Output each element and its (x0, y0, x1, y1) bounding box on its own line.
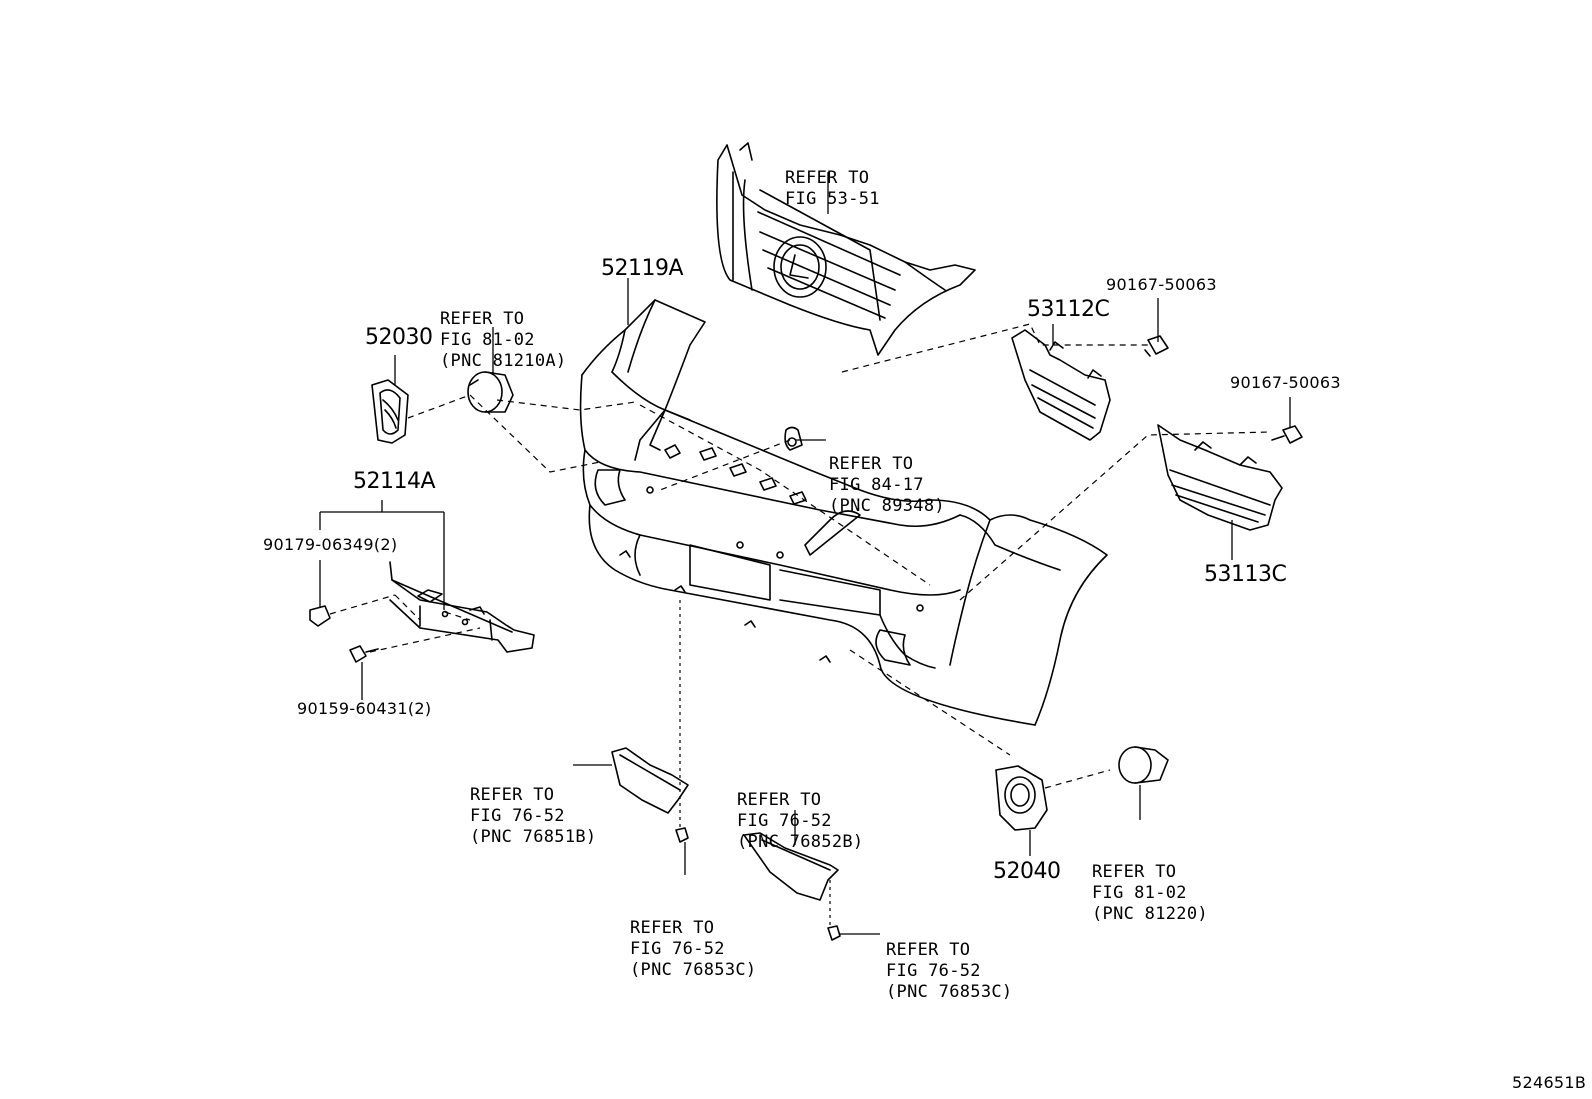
screw-second-drawing (1271, 425, 1303, 444)
fog-cover-right-drawing (995, 765, 1048, 831)
leader-lines (319, 172, 1291, 935)
molding-left-drawing (611, 747, 689, 814)
fog-cover-left-drawing (371, 379, 409, 444)
part-label-90167-50063-b: 90167-50063 (1230, 373, 1341, 392)
part-label-53113C: 53113C (1204, 562, 1287, 587)
clip-right-drawing (827, 925, 841, 941)
part-label-90159-60431: 90159-60431(2) (297, 699, 432, 718)
bolt-90159-drawing (349, 645, 379, 663)
part-label-52114A: 52114A (353, 469, 436, 494)
fog-lamp-left-drawing (467, 371, 514, 413)
clip-nut-drawing (309, 605, 331, 627)
part-label-52040: 52040 (993, 859, 1061, 884)
grille-lower-left-drawing (1011, 329, 1111, 441)
part-label-90167-50063-a: 90167-50063 (1106, 275, 1217, 294)
part-label-53112C: 53112C (1027, 297, 1110, 322)
license-bracket-drawing (389, 561, 535, 653)
part-label-90179-06349: 90179-06349(2) (263, 535, 398, 554)
sensor-clip-drawing (784, 426, 803, 451)
grille-lower-right-drawing (1157, 424, 1283, 531)
diagram-id: 524651B (1512, 1073, 1587, 1092)
screw-top-drawing (1144, 335, 1169, 357)
clip-left-drawing (675, 827, 689, 843)
bumper-cover-drawing (579, 299, 1108, 726)
fog-lamp-right-drawing (1118, 746, 1169, 784)
grille-drawing (716, 142, 976, 356)
dashed-assembly-lines (329, 323, 1271, 928)
part-label-52119A: 52119A (601, 256, 684, 281)
molding-right-drawing (743, 832, 839, 901)
part-label-52030: 52030 (365, 325, 433, 350)
